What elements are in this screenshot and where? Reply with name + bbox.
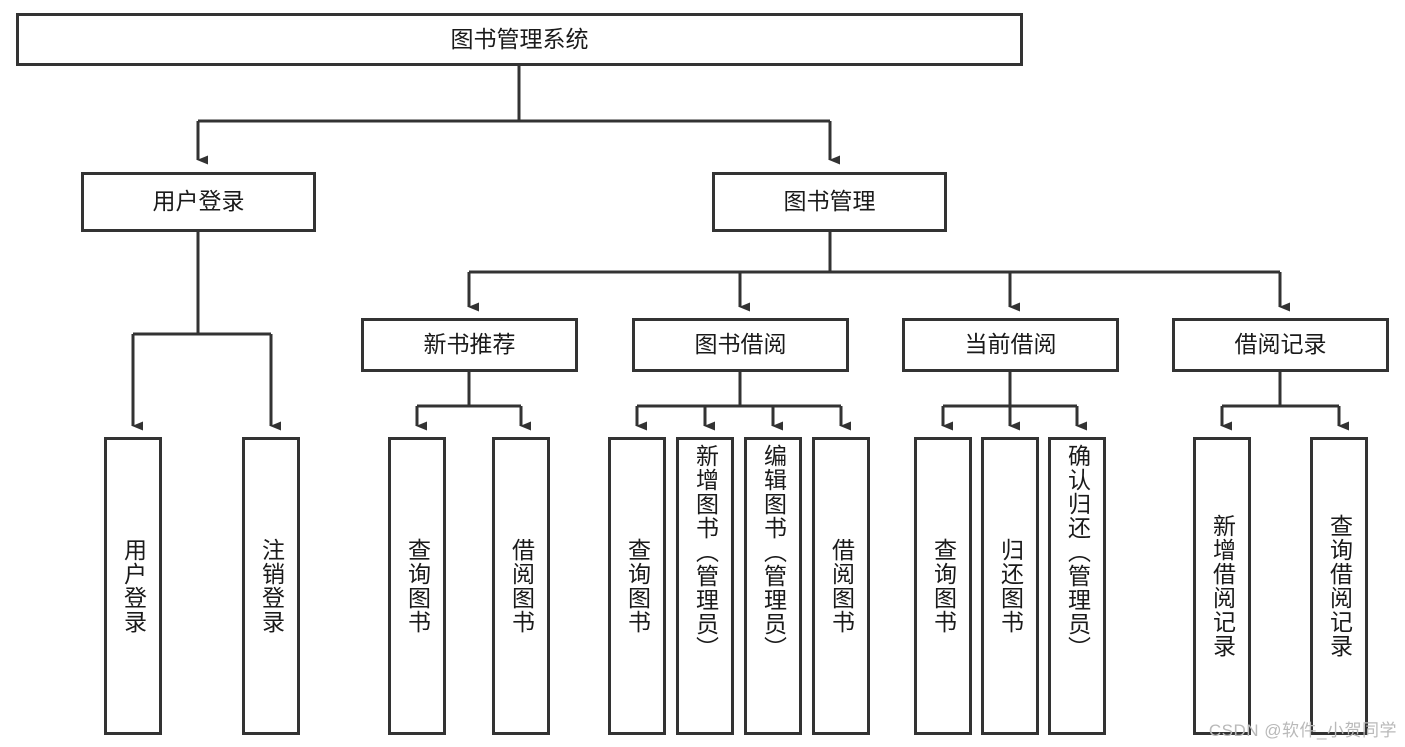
node-book-borrow-label: 图书借阅 <box>694 331 787 358</box>
watermark-text: CSDN @软件_小贺同学 <box>1208 721 1397 740</box>
node-leaf-logout[interactable]: 注销登录 <box>242 437 300 735</box>
node-book-borrow[interactable]: 图书借阅 <box>632 318 849 372</box>
node-leaf-user-login[interactable]: 用户登录 <box>104 437 162 735</box>
node-leaf-borrow-book-2[interactable]: 借阅图书 <box>812 437 870 735</box>
node-borrow-record[interactable]: 借阅记录 <box>1172 318 1389 372</box>
node-leaf-query-book-1-label: 查询图书 <box>404 538 431 634</box>
node-leaf-edit-book[interactable]: 编辑图书（管理员） <box>744 437 802 735</box>
node-leaf-add-record[interactable]: 新增借阅记录 <box>1193 437 1251 735</box>
node-leaf-return-book-label: 归还图书 <box>997 538 1024 634</box>
node-leaf-query-book-2-label: 查询图书 <box>624 538 651 634</box>
node-leaf-logout-label: 注销登录 <box>258 538 285 634</box>
node-leaf-query-book-3[interactable]: 查询图书 <box>914 437 972 735</box>
node-leaf-add-record-label: 新增借阅记录 <box>1209 514 1236 658</box>
node-leaf-query-book-1[interactable]: 查询图书 <box>388 437 446 735</box>
node-leaf-borrow-book-1-label: 借阅图书 <box>508 538 535 634</box>
node-leaf-add-book-label: 新增图书（管理员） <box>692 444 719 660</box>
node-leaf-borrow-book-2-label: 借阅图书 <box>828 538 855 634</box>
node-new-book-recommend-label: 新书推荐 <box>423 331 516 358</box>
node-new-book-recommend[interactable]: 新书推荐 <box>361 318 578 372</box>
node-user-login[interactable]: 用户登录 <box>81 172 316 232</box>
node-leaf-return-book[interactable]: 归还图书 <box>981 437 1039 735</box>
node-leaf-query-record[interactable]: 查询借阅记录 <box>1310 437 1368 735</box>
node-leaf-query-book-2[interactable]: 查询图书 <box>608 437 666 735</box>
node-leaf-query-record-label: 查询借阅记录 <box>1326 514 1353 658</box>
node-root[interactable]: 图书管理系统 <box>16 13 1023 66</box>
node-leaf-query-book-3-label: 查询图书 <box>930 538 957 634</box>
node-leaf-add-book[interactable]: 新增图书（管理员） <box>676 437 734 735</box>
node-leaf-borrow-book-1[interactable]: 借阅图书 <box>492 437 550 735</box>
node-root-label: 图书管理系统 <box>450 25 589 52</box>
node-user-login-label: 用户登录 <box>152 188 245 215</box>
node-leaf-confirm-return-label: 确认归还（管理员） <box>1064 444 1091 660</box>
node-book-management[interactable]: 图书管理 <box>712 172 947 232</box>
node-current-borrow[interactable]: 当前借阅 <box>902 318 1119 372</box>
node-borrow-record-label: 借阅记录 <box>1234 331 1327 358</box>
node-book-management-label: 图书管理 <box>783 188 876 215</box>
node-leaf-edit-book-label: 编辑图书（管理员） <box>760 444 787 660</box>
node-leaf-user-login-label: 用户登录 <box>120 538 147 634</box>
node-leaf-confirm-return[interactable]: 确认归还（管理员） <box>1048 437 1106 735</box>
node-current-borrow-label: 当前借阅 <box>964 331 1057 358</box>
